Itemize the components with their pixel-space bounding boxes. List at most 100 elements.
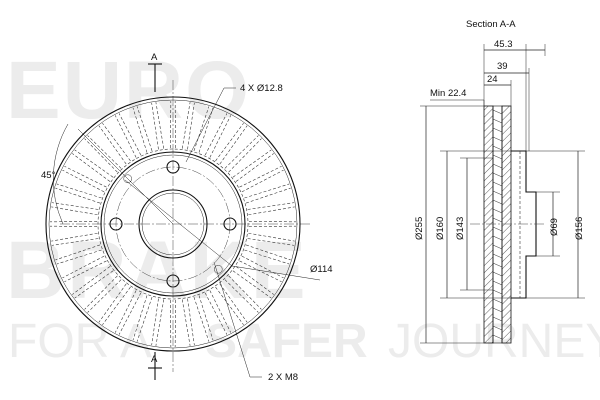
vane-line — [118, 292, 142, 335]
vane-line — [235, 266, 274, 295]
vane-line — [228, 138, 262, 173]
vane-section-tick — [492, 118, 503, 124]
center-bore-chamfer — [141, 192, 205, 256]
watermark-tagline-prefix: FOR A — [8, 315, 152, 368]
hat-outer-edge — [100, 151, 246, 297]
bolt-pcd-circle — [115, 166, 231, 282]
cooling-vanes — [50, 101, 296, 347]
thread-callout: 2 X M8 — [268, 372, 298, 383]
watermark-line2: BRAKE — [6, 225, 308, 316]
vane-section-tick — [492, 289, 503, 295]
vane-line — [98, 125, 127, 165]
vane-section-tick — [492, 235, 503, 241]
vane-line — [155, 299, 165, 346]
vane-line — [198, 295, 214, 341]
bolt-hole-callout-leader — [185, 87, 236, 163]
vane-line — [132, 107, 148, 153]
pcd-label: Ø114 — [310, 264, 333, 275]
vane-line — [56, 183, 102, 199]
vane-line — [102, 286, 131, 325]
vane-section-tick — [492, 199, 503, 205]
bolt-hole — [223, 217, 237, 231]
vane-line — [174, 299, 176, 347]
vane-line — [204, 113, 228, 156]
vane-section-tick — [492, 262, 503, 268]
vane-line — [118, 113, 142, 156]
section-view: Section A-A 45.3 39 24 Min 22.4 — [414, 19, 585, 344]
vane-section-tick — [492, 127, 503, 133]
watermark-tagline-bold: SAFER — [205, 315, 368, 368]
vane-section-tick — [492, 316, 503, 322]
vane-section-tick — [492, 136, 503, 142]
vane-line — [209, 115, 232, 158]
dim-39: 39 — [497, 61, 508, 72]
vane-line — [224, 135, 259, 169]
dim-45-3: 45.3 — [494, 39, 513, 50]
vane-section-tick — [492, 190, 503, 196]
vane-line — [151, 102, 159, 150]
vane-section-tick — [492, 145, 503, 151]
outer-rim — [45, 96, 301, 352]
vane-line — [56, 249, 102, 265]
vane-line — [98, 283, 127, 323]
vane-line — [215, 286, 244, 325]
vane-section-tick — [492, 325, 503, 331]
vane-line — [193, 106, 210, 152]
vane-line — [87, 279, 122, 313]
vane-section-tick — [492, 109, 503, 115]
vane-section-tick — [492, 280, 503, 286]
friction-plate-inner — [501, 105, 512, 344]
vane-line — [170, 101, 172, 149]
dim-156: Ø156 — [574, 217, 585, 240]
vane-line — [102, 123, 131, 162]
vane-line — [50, 225, 98, 227]
friction-plate-outer — [483, 105, 494, 344]
vane-line — [204, 292, 228, 335]
vane-line — [51, 238, 99, 246]
vane-line — [224, 279, 259, 313]
vane-line — [181, 102, 191, 149]
section-marker-bottom: A — [151, 354, 158, 365]
vane-line — [72, 153, 111, 182]
vane-section-tick — [492, 154, 503, 160]
vane-line — [209, 290, 232, 333]
vane-line — [219, 283, 248, 323]
vane-line — [187, 298, 195, 346]
angle-ray — [77, 128, 174, 225]
vane-line — [228, 275, 262, 310]
vane-section-tick — [492, 334, 503, 340]
vane-line — [64, 165, 107, 188]
vane-line — [62, 255, 105, 279]
vane-line — [50, 221, 98, 223]
dim-255: Ø255 — [414, 217, 425, 240]
vane-line — [239, 260, 282, 283]
section-marker-top: A — [151, 52, 158, 63]
vane-line — [241, 255, 284, 279]
vane-line — [170, 299, 172, 347]
vane-line — [132, 295, 148, 341]
vane-line — [87, 135, 122, 169]
thread-hole — [123, 174, 132, 183]
vane-line — [155, 102, 165, 149]
vane-line — [239, 165, 282, 188]
watermark: EURO BRAKE FOR A SAFER JOURNEY — [6, 45, 600, 368]
watermark-tagline-suffix: JOURNEY — [388, 315, 600, 368]
vane-line — [51, 202, 99, 210]
vane-section-tick — [492, 217, 503, 223]
vane-line — [181, 299, 191, 346]
front-view: A A 4 X Ø12.8 2 X M8 Ø114 45° — [41, 52, 333, 383]
vane-section-tick — [492, 163, 503, 169]
vane-section-tick — [492, 208, 503, 214]
vane-line — [72, 266, 111, 295]
vane-line — [136, 296, 153, 342]
vane-line — [51, 232, 98, 242]
vane-line — [241, 169, 284, 193]
bolt-hole — [166, 160, 180, 174]
dim-143: Ø143 — [455, 217, 466, 240]
vane-line — [193, 296, 210, 342]
pcd-leader — [124, 179, 321, 281]
section-title: Section A-A — [466, 19, 516, 30]
bolt-holes — [109, 160, 237, 288]
vane-line — [232, 149, 272, 178]
